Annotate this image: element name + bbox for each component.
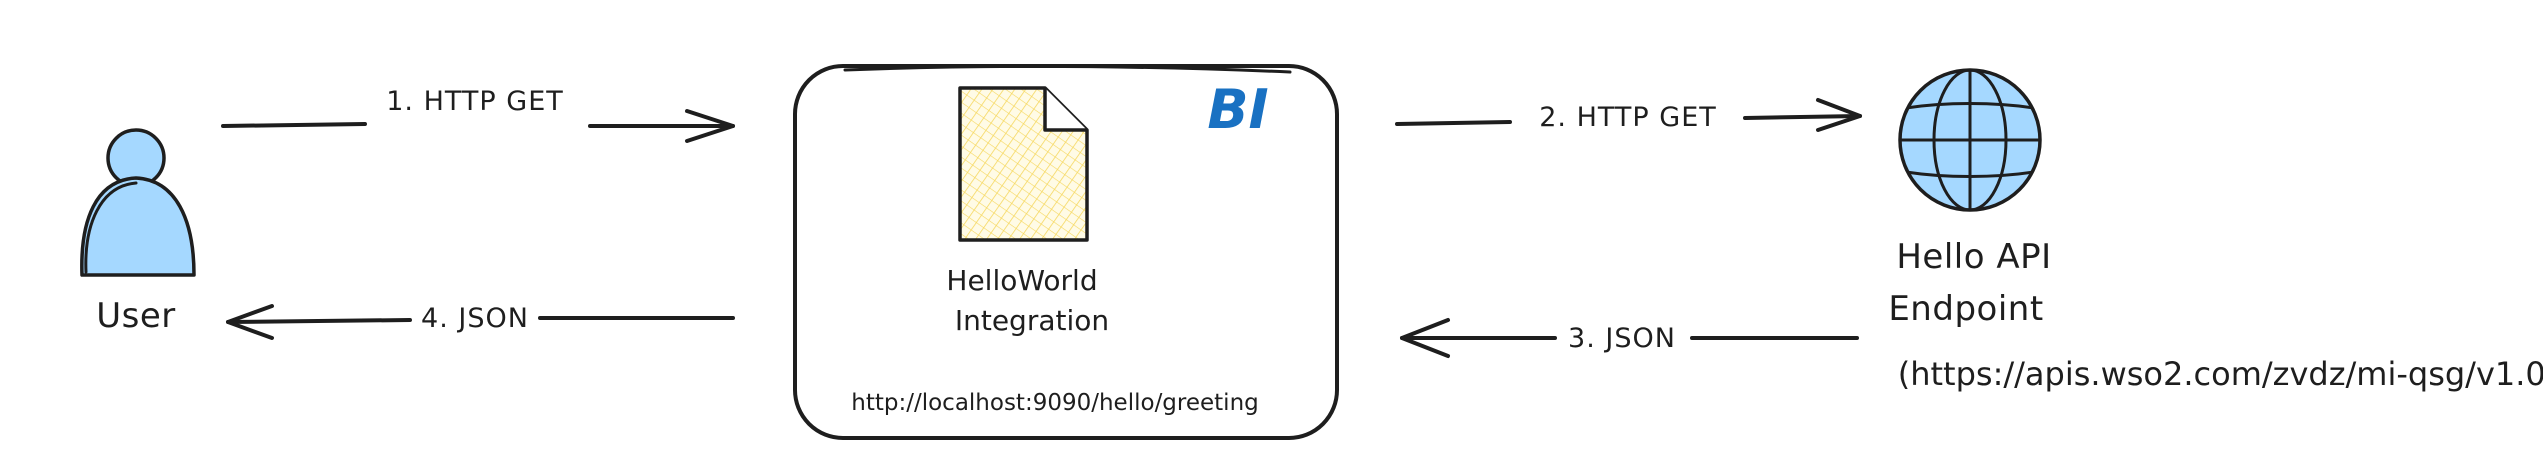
edge-1[interactable]: 1. HTTP GET <box>221 86 735 143</box>
integration-label-line1: HelloWorld <box>946 264 1097 297</box>
globe-icon <box>1898 68 2042 212</box>
edge-2[interactable]: 2. HTTP GET <box>1395 98 1862 133</box>
edge-2-label: 2. HTTP GET <box>1539 102 1717 133</box>
api-label-line2: Endpoint <box>1888 289 2043 329</box>
integration-label-line2: Integration <box>955 304 1109 337</box>
edge-4[interactable]: 4. JSON <box>226 303 735 340</box>
edge-3[interactable]: 3. JSON <box>1400 318 1859 358</box>
document-icon <box>958 86 1089 242</box>
user-node[interactable]: User <box>80 128 196 336</box>
bi-badge: BI <box>1207 78 1268 141</box>
person-icon <box>80 128 196 277</box>
integration-url: http://localhost:9090/hello/greeting <box>851 390 1259 416</box>
user-label: User <box>96 296 176 336</box>
edge-1-label: 1. HTTP GET <box>386 86 564 117</box>
api-endpoint-node[interactable]: Hello API Endpoint (https://apis.wso2.co… <box>1888 68 2543 393</box>
person-icon-body <box>80 176 196 277</box>
edge-4-label: 4. JSON <box>421 303 529 334</box>
integration-node[interactable]: BI HelloWorld Integration http://localho… <box>793 64 1339 440</box>
api-url: (https://apis.wso2.com/zvdz/mi-qsg/v1.0) <box>1898 355 2543 393</box>
edge-3-label: 3. JSON <box>1568 323 1676 354</box>
api-label-line1: Hello API <box>1896 237 2051 277</box>
